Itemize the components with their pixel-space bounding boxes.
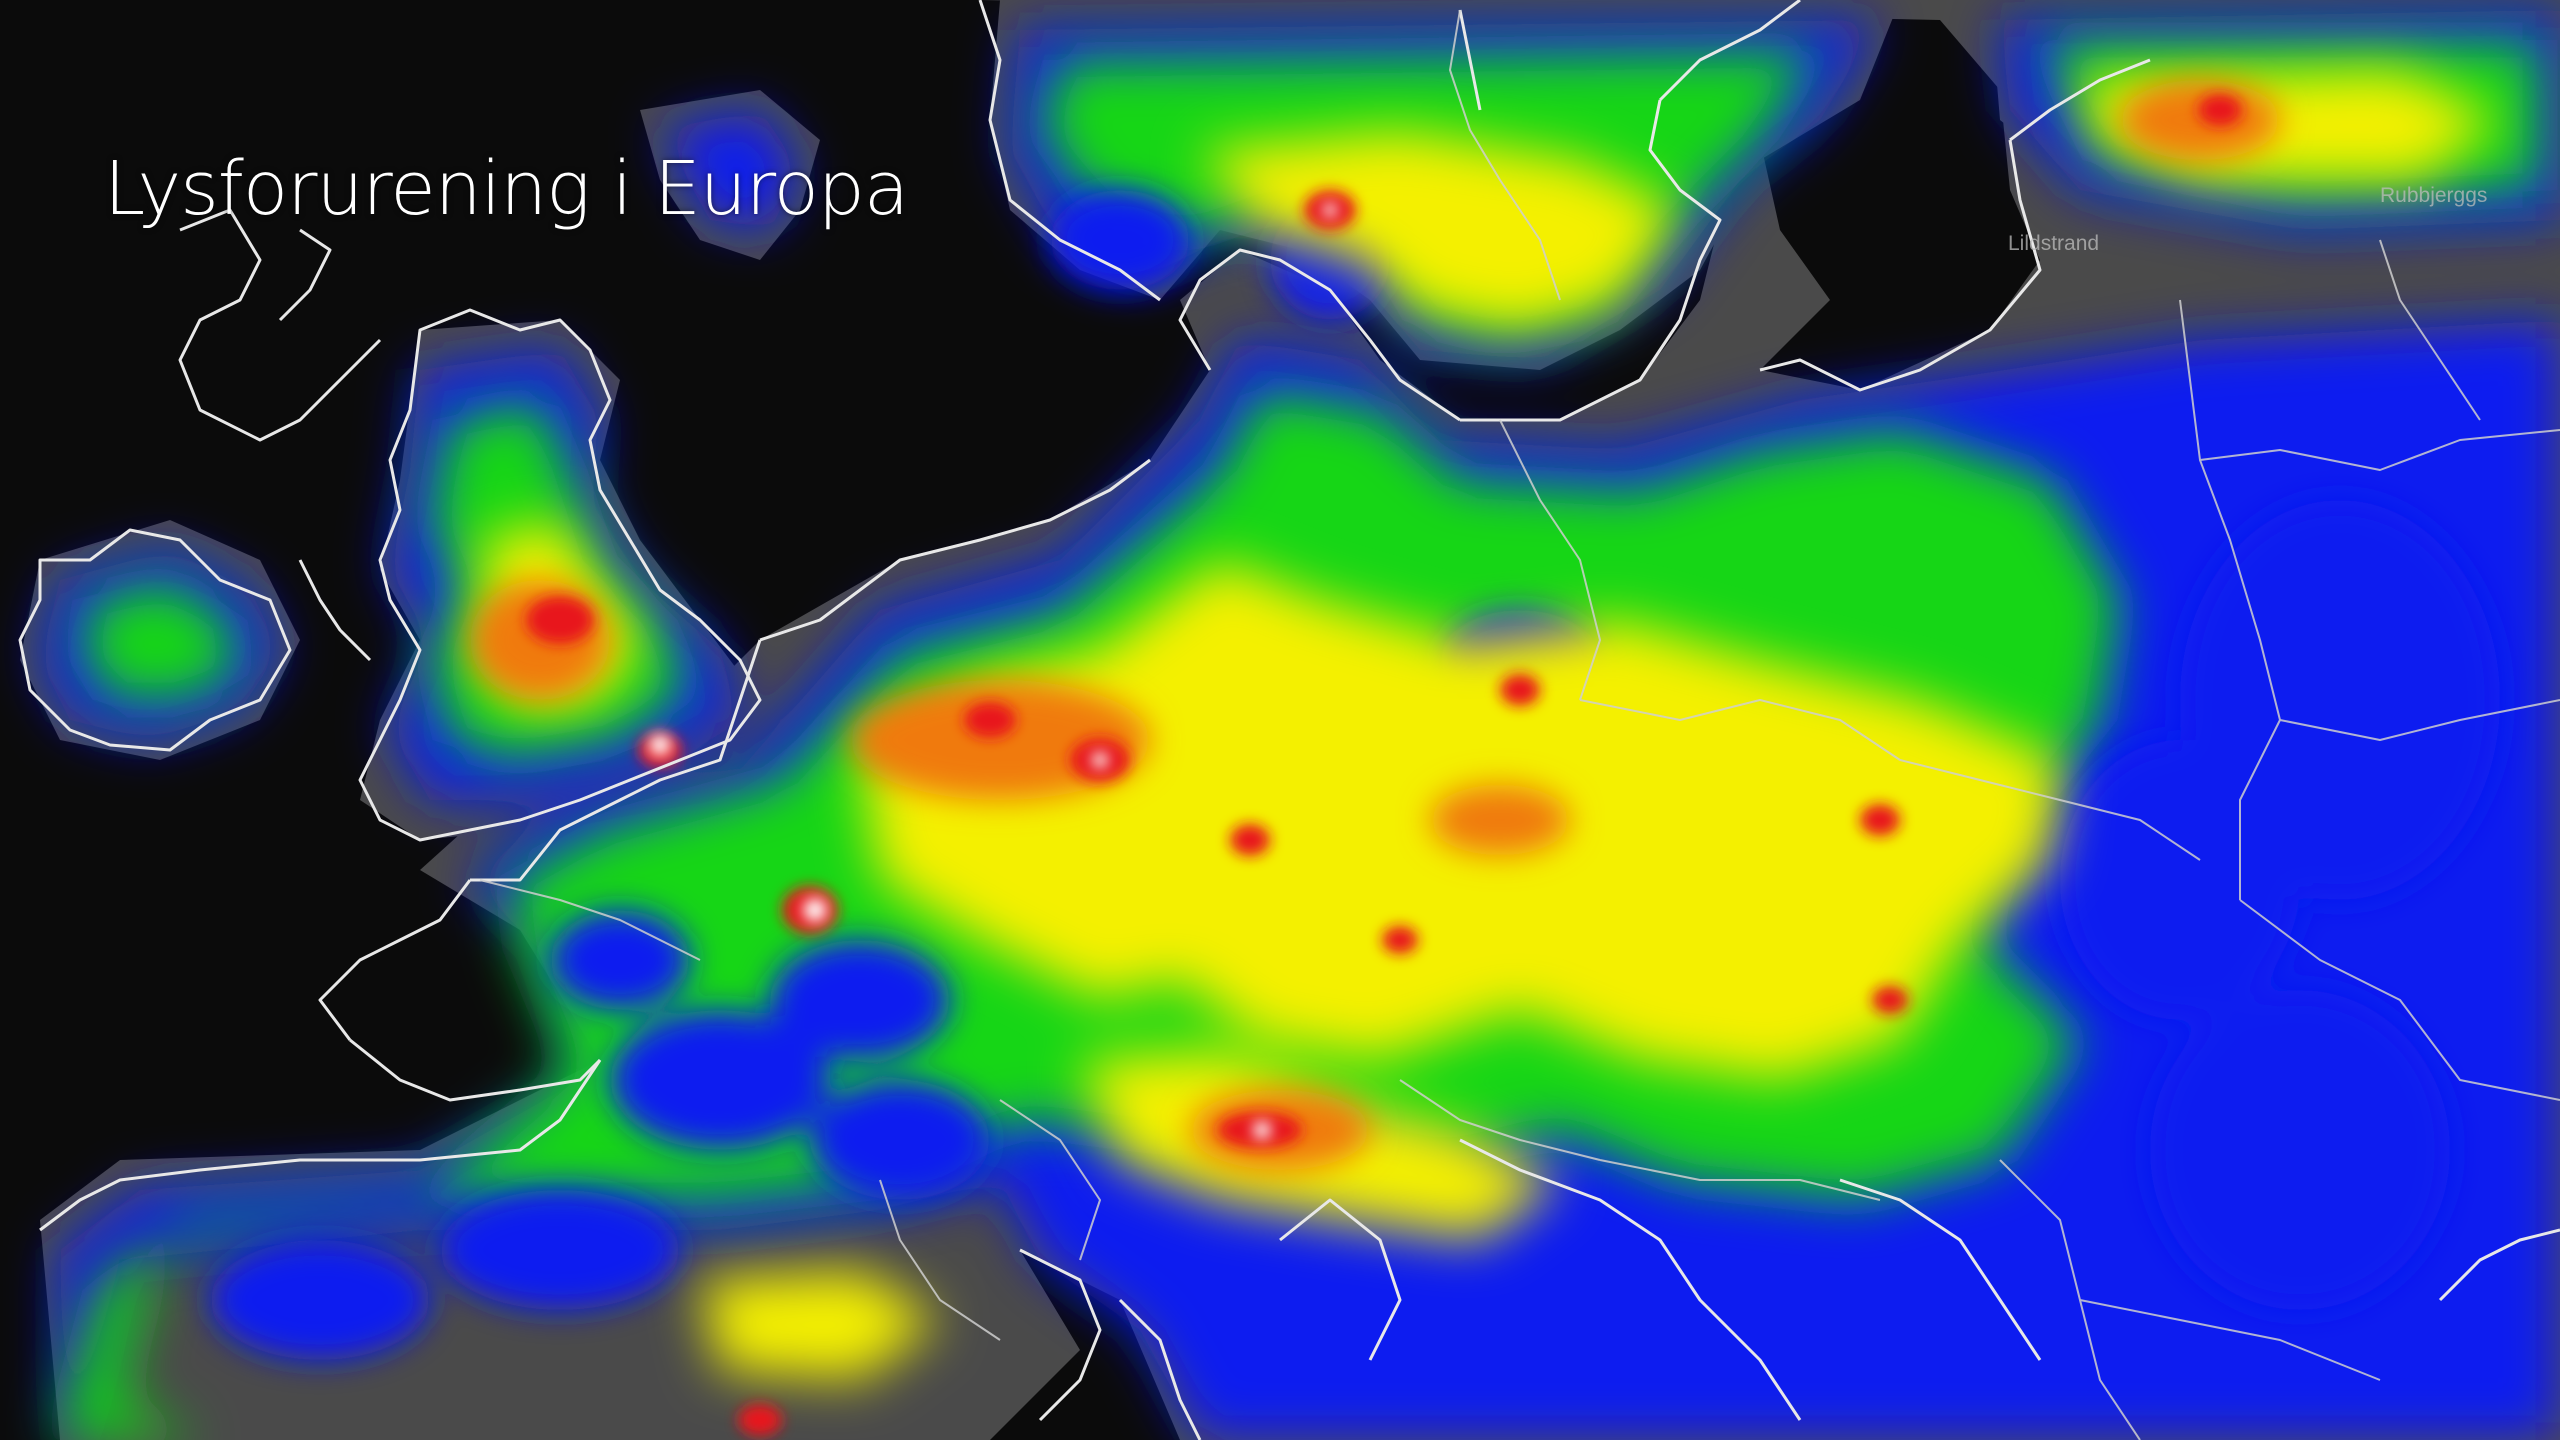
coastlines [18, 0, 2560, 1440]
pollution-peak [649, 203, 1337, 1139]
pollution-extreme [526, 94, 2242, 1436]
borders [479, 9, 2560, 1440]
map-credit-text-2: Lildstrand [2008, 232, 2100, 255]
slide-title: Lysforurening i Europa [104, 146, 909, 232]
pollution-low-patches [210, 190, 2500, 1360]
map-credit-text: Rubbjerggs [2380, 184, 2488, 207]
